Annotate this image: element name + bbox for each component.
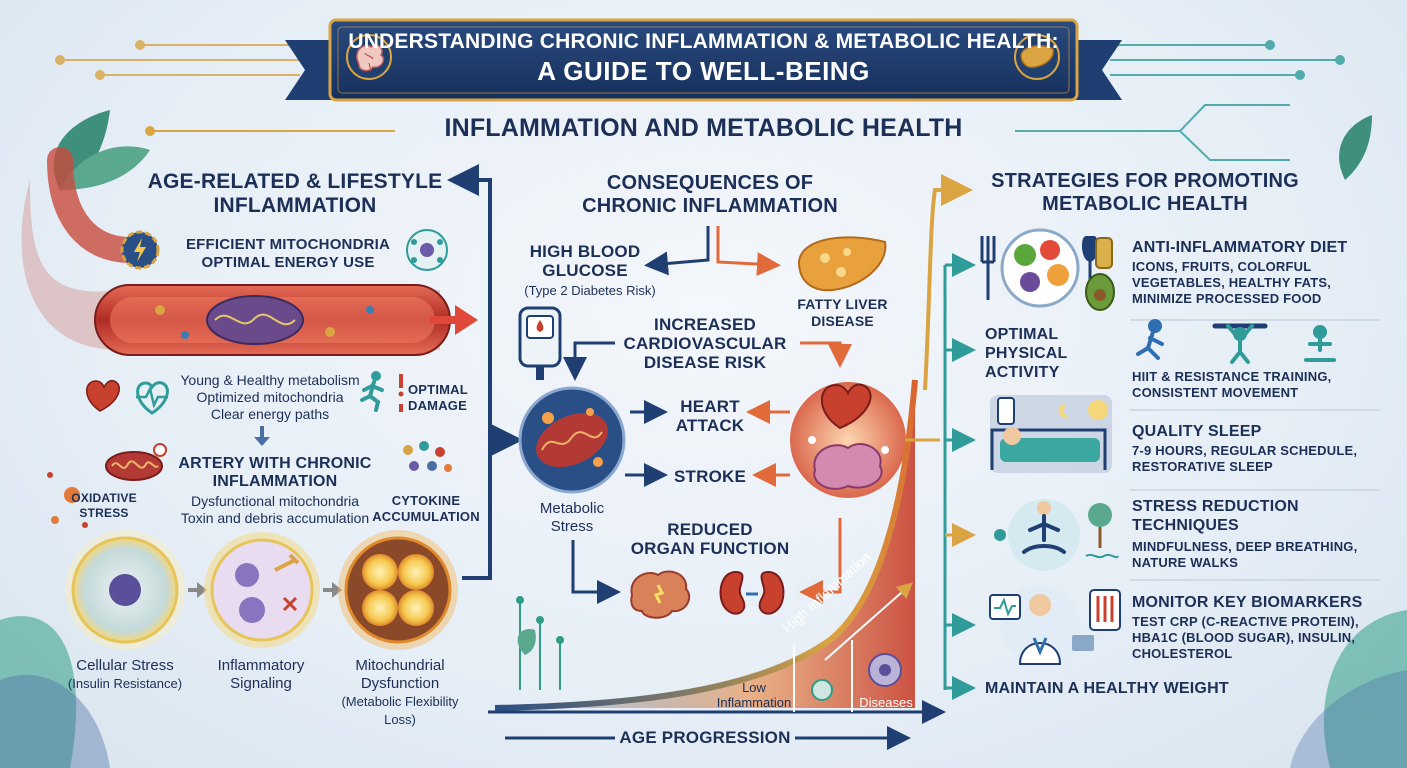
heart-attack-label: Heart Attack [675,397,745,435]
banner-title-line2: A Guide to Well-Being [537,56,870,86]
leaf-decor-icon [0,110,1407,768]
physical-activity-label: Optimal Physical Activity [985,326,1068,381]
liver-icon [1014,34,1060,80]
diseases-label: Diseases [859,695,913,710]
age-progression-label: Age Progression [619,728,791,747]
doctor-icon [989,585,1121,665]
artery-chronic-label: Artery with Chronic Inflammation [178,455,372,490]
stress-heading: Stress Reduction Techniques [1132,498,1299,534]
mitochondrial-dysfunction-label: Mitochundrial Dysfunction (Metabolic Fle… [341,657,459,727]
heartbeat-icon [136,381,169,415]
title-banner [285,18,1122,102]
cellular-stress-label: Cellular Stress (Insulin Resistance) [67,657,183,691]
diabetes-risk-label: (Type 2 Diabetes Risk) [524,283,656,298]
sleep-desc: 7-9 hours, regular schedule, restorative… [1132,443,1358,474]
hiit-desc: HIIT & Resistance Training, Consistent M… [1132,369,1332,400]
artery-illustration [21,147,478,356]
cellular-stress-cell [65,530,185,650]
healthy-weight-label: Maintain a Healthy Weight [985,680,1229,697]
cytokine-dots-icon [403,441,452,472]
efficient-mitochondria-label: Efficient Mitochondria Optimal Energy Us… [185,236,391,271]
metabolic-stress-label: Metabolic Stress [539,500,605,535]
diet-desc: Icons, fruits, colorful vegetables, heal… [1132,259,1332,306]
fatty-liver-label: Fatty Liver Disease [797,296,888,329]
left-column-title: Age-Related & Lifestyle Inflammation [147,170,443,217]
diet-heading: Anti-Inflammatory Diet [1132,239,1348,256]
meditation-icon [994,499,1119,571]
running-person-icon [360,371,384,412]
oxidative-burst-icon [47,472,88,528]
banner-title: Understanding Chronic Inflammation & Met… [340,30,1067,87]
optimal-damage-label: Optimal Damage [408,382,468,413]
cardiovascular-risk-label: Increased Cardiovascular Disease Risk [623,315,787,372]
fatty-liver-icon [797,236,887,292]
brain-icon [346,34,392,80]
dysfunctional-label: Dysfunctional mitochondria Toxin and deb… [180,493,370,526]
inflammatory-signaling-cell [204,532,320,648]
mitochondrial-dysfunction-cell [338,530,458,650]
sleep-heading: Quality Sleep [1132,423,1262,440]
banner-title-line1: Understanding Chronic Inflammation & Met… [348,30,1059,53]
left-connector-arrow [447,164,492,580]
glucose-meter-icon [518,306,562,380]
brain-damage-icon [630,570,691,619]
stage-arrow-icon [323,582,342,598]
mitochondria-icon [105,443,167,481]
stage-arrow-icon [188,582,207,598]
middle-column-title: Consequences of Chronic Inflammation [582,172,838,217]
stroke-label: Stroke [673,467,747,486]
warning-icon [398,374,404,412]
cytokine-label: Cytokine Accumulation [372,493,480,524]
biomarkers-heading: Monitor Key Biomarkers [1132,594,1363,611]
high-glucose-label: High Blood Glucose [529,242,641,280]
exercise-figures-icon [1136,319,1336,364]
sleep-bed-icon [990,395,1112,473]
low-inflammation-label: Low Inflammation [716,680,792,710]
metabolic-stress-orb [518,386,626,494]
oxidative-stress-label: Oxidative Stress [71,491,137,520]
molecule-icon [406,229,448,271]
heart-organ-icon [86,379,120,412]
inflammation-curve-chart [488,174,973,750]
healthy-plate-icon [980,228,1115,311]
biomarkers-desc: Test CRP (C-Reactive Protein), HbA1c (Bl… [1132,614,1359,661]
heart-brain-orb [790,382,906,498]
reduced-organ-label: Reduced Organ Function [630,520,790,558]
gear-bolt-icon [120,230,160,270]
inflammatory-signaling-label: Inflammatory Signaling [217,657,305,692]
stress-desc: Mindfulness, Deep Breathing, Nature Walk… [1132,539,1358,570]
young-healthy-label: Young & Healthy metabolism Optimized mit… [180,372,360,422]
right-column-title: Strategies for Promoting Metabolic Healt… [991,170,1299,215]
section-title: Inflammation and Metabolic Health [444,114,963,142]
kidney-icon [719,570,785,615]
strategy-branch-lines [905,253,1380,700]
down-arrow-icon [254,426,270,446]
